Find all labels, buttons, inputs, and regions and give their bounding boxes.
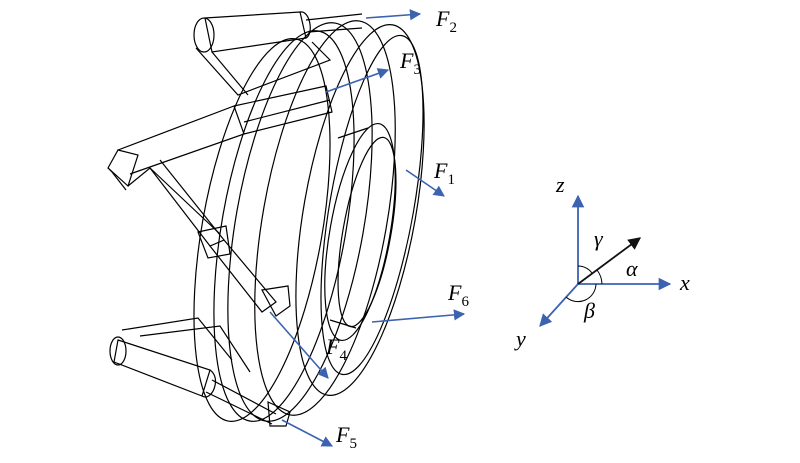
label-z: z (555, 172, 565, 197)
label-y: y (514, 326, 526, 351)
mechanism-drawing (107, 11, 425, 427)
force-arrow-f3 (325, 68, 390, 93)
label-f1: F1 (433, 158, 455, 188)
alpha-arc (596, 269, 603, 285)
coordinate-frame: z x y γ α β (514, 172, 690, 351)
force-arrow-f1 (405, 169, 445, 197)
force-arrow-f5 (281, 419, 333, 447)
disc-body (193, 20, 425, 422)
top-actuator (193, 11, 363, 96)
y-axis-arrow (539, 283, 579, 327)
bottom-actuator (109, 317, 291, 427)
label-beta: β (583, 298, 595, 323)
label-x: x (679, 270, 690, 295)
force-arrows (269, 9, 466, 447)
force-arrow-f4 (269, 311, 329, 379)
beta-arc (565, 283, 597, 303)
upper-arm (107, 85, 333, 235)
force-labels: F2 F3 F1 F6 F4 F5 (325, 6, 469, 452)
label-f5: F5 (335, 422, 357, 452)
resultant-arrow (577, 237, 642, 285)
force-arrow-f2 (365, 9, 422, 21)
label-f3: F3 (399, 48, 421, 78)
label-alpha: α (626, 256, 638, 281)
label-f4: F4 (325, 334, 347, 364)
label-gamma: γ (594, 226, 604, 251)
gamma-arc (577, 265, 593, 274)
lower-arm (149, 159, 291, 317)
label-f2: F2 (435, 6, 457, 36)
label-f6: F6 (447, 280, 469, 310)
force-arrow-f6 (371, 309, 466, 323)
